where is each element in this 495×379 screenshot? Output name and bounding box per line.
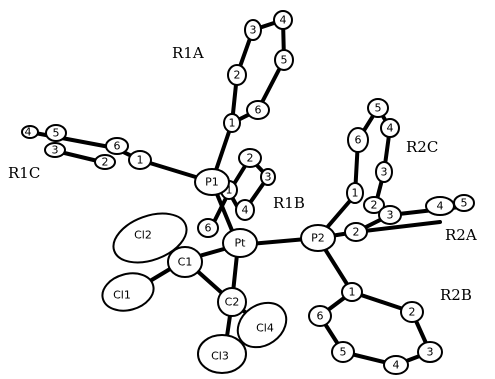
svg-text:P1: P1 — [205, 176, 219, 189]
atom-p2: P2 — [300, 224, 336, 252]
svg-text:5: 5 — [461, 197, 468, 210]
r2a-atom-4: 4 — [425, 196, 455, 216]
r2a-atom-5: 5 — [453, 194, 475, 212]
svg-text:4: 4 — [242, 204, 249, 217]
svg-text:6: 6 — [317, 310, 324, 323]
svg-text:2: 2 — [247, 152, 254, 165]
r2b-atom-2: 2 — [400, 301, 424, 323]
svg-text:1: 1 — [226, 184, 233, 197]
svg-text:2: 2 — [409, 306, 416, 319]
r2c-atom-4: 4 — [380, 118, 400, 138]
atom-cl4: Cl4 — [236, 301, 288, 349]
ring-r2a: 2 3 4 5 — [344, 194, 475, 242]
svg-text:6: 6 — [355, 134, 362, 147]
svg-text:1: 1 — [352, 187, 359, 200]
r2c-atom-1: 1 — [346, 182, 364, 204]
atom-cl1: Cl1 — [101, 272, 155, 312]
r1c-atom-4: 4 — [21, 125, 39, 139]
ring-r1c: 4 5 3 6 2 1 — [21, 124, 152, 170]
r1a-atom-5: 5 — [274, 49, 294, 71]
svg-text:3: 3 — [265, 171, 272, 184]
r2c-atom-5: 5 — [367, 98, 389, 118]
r2c-atom-3: 3 — [375, 161, 393, 183]
atom-pt: Pt — [222, 228, 258, 258]
svg-text:Pt: Pt — [235, 237, 247, 250]
svg-text:4: 4 — [437, 200, 444, 213]
svg-text:6: 6 — [255, 104, 262, 117]
svg-text:2: 2 — [234, 69, 241, 82]
label-r1b: R1B — [273, 194, 305, 212]
svg-text:5: 5 — [375, 102, 382, 115]
ring-r2b: 1 2 3 4 5 6 — [308, 282, 443, 375]
svg-text:4: 4 — [393, 359, 400, 372]
svg-text:5: 5 — [53, 127, 60, 140]
svg-text:Cl2: Cl2 — [134, 229, 152, 242]
svg-text:P2: P2 — [311, 232, 325, 245]
r1a-atom-3: 3 — [244, 19, 262, 41]
svg-text:6: 6 — [205, 222, 212, 235]
ring-r1a: 1 2 3 4 5 6 — [223, 10, 294, 133]
r2c-atom-2: 2 — [363, 196, 385, 214]
r1b-atom-6: 6 — [197, 218, 219, 238]
svg-text:1: 1 — [229, 117, 236, 130]
r1c-atom-6: 6 — [105, 137, 129, 155]
svg-text:C2: C2 — [225, 296, 240, 309]
r1b-atom-4: 4 — [235, 199, 255, 221]
r1c-atom-2: 2 — [94, 154, 116, 170]
svg-text:4: 4 — [25, 126, 32, 139]
atom-cl3: Cl3 — [197, 334, 247, 374]
r2b-atom-1: 1 — [341, 282, 363, 302]
svg-text:3: 3 — [381, 166, 388, 179]
group-labels: R1A R1C R1B R2C R2A R2B — [8, 44, 477, 304]
r2a-atom-2: 2 — [344, 222, 368, 242]
svg-text:Cl1: Cl1 — [113, 289, 131, 302]
svg-text:1: 1 — [349, 286, 356, 299]
atom-c2: C2 — [217, 287, 247, 317]
svg-text:Cl3: Cl3 — [211, 350, 229, 363]
label-r1c: R1C — [8, 164, 40, 182]
r1a-atom-4: 4 — [273, 10, 293, 30]
r1a-atom-1: 1 — [223, 113, 241, 133]
atom-c1: C1 — [167, 246, 203, 278]
ring-r2c: 1 6 5 4 3 2 — [346, 98, 400, 214]
r2c-atom-6: 6 — [347, 127, 369, 153]
svg-text:1: 1 — [137, 154, 144, 167]
atom-p1: P1 — [194, 168, 230, 196]
r1b-atom-3: 3 — [260, 168, 276, 186]
ring-r1b: 1 2 3 4 6 — [197, 148, 276, 238]
svg-text:3: 3 — [250, 24, 257, 37]
svg-text:C1: C1 — [178, 256, 193, 269]
svg-text:Cl4: Cl4 — [256, 322, 274, 335]
svg-text:6: 6 — [114, 140, 121, 153]
r2a-atom-3: 3 — [378, 205, 402, 225]
r1c-atom-5: 5 — [45, 124, 67, 142]
svg-text:4: 4 — [387, 122, 394, 135]
r1c-atom-1: 1 — [128, 150, 152, 170]
label-r2b: R2B — [440, 286, 472, 304]
svg-text:5: 5 — [281, 54, 288, 67]
label-r1a: R1A — [172, 44, 204, 62]
svg-text:3: 3 — [427, 346, 434, 359]
r2b-atom-3: 3 — [417, 341, 443, 363]
svg-text:2: 2 — [102, 156, 109, 169]
label-r2c: R2C — [406, 138, 438, 156]
r2b-atom-4: 4 — [383, 355, 409, 375]
svg-text:3: 3 — [387, 209, 394, 222]
atom-cl2: Cl2 — [112, 212, 188, 264]
svg-text:2: 2 — [353, 226, 360, 239]
r1c-atom-3: 3 — [44, 142, 66, 158]
r1a-atom-2: 2 — [227, 64, 247, 86]
r1a-atom-6: 6 — [246, 100, 270, 120]
svg-text:3: 3 — [52, 144, 59, 157]
label-r2a: R2A — [445, 226, 477, 244]
svg-text:4: 4 — [280, 14, 287, 27]
r1b-atom-2: 2 — [238, 148, 262, 168]
r2b-atom-6: 6 — [308, 305, 332, 327]
svg-text:2: 2 — [371, 199, 378, 212]
r2b-atom-5: 5 — [331, 341, 355, 363]
svg-text:5: 5 — [340, 346, 347, 359]
